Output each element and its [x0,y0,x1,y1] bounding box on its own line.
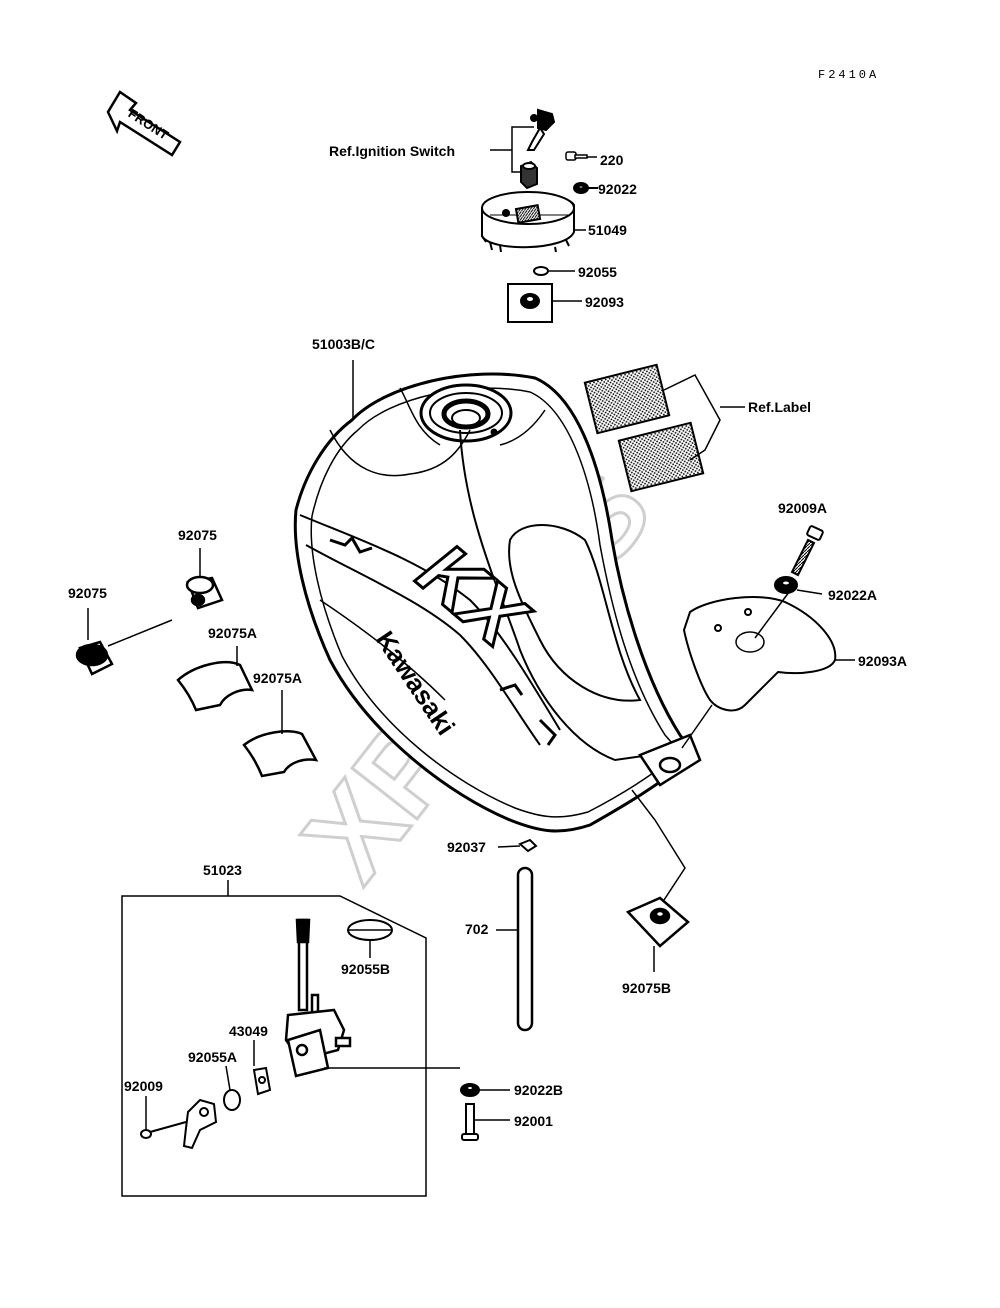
gasket-92093-icon [507,283,582,323]
label-43049[interactable]: 43049 [229,1023,268,1039]
ignition-key-icon [526,108,556,151]
label-92037[interactable]: 92037 [447,839,486,855]
label-92093[interactable]: 92093 [585,294,624,310]
oring-92055A-icon [223,1065,241,1111]
label-92022A[interactable]: 92022A [828,587,878,603]
label-92009A[interactable]: 92009A [778,500,828,516]
label-92055A[interactable]: 92055A [188,1049,238,1065]
damper-92075A-1-icon [176,646,255,712]
petcock-icon [284,918,460,1078]
damper-92075-left-icon [75,608,173,676]
label-51049[interactable]: 51049 [588,222,627,238]
label-ref-label[interactable]: Ref.Label [748,399,812,415]
pad-92093A-icon [681,587,855,749]
damper-92075-top-icon [185,548,224,610]
lever-43049-icon [252,1040,272,1096]
ref-label-stickers-icon [583,363,745,493]
label-92055[interactable]: 92055 [578,264,617,280]
damper-92075A-2-icon [242,690,319,778]
label-ref-ignition-switch[interactable]: Ref.Ignition Switch [329,143,455,159]
washer-92022B-icon [460,1083,510,1097]
damper-92075B-icon [625,789,690,972]
washer-92022A-icon [774,576,823,595]
label-92075A-2[interactable]: 92075A [253,670,303,686]
label-92022[interactable]: 92022 [598,181,637,197]
label-702[interactable]: 702 [465,921,489,937]
front-arrow-icon: FRONT [106,90,182,157]
ignition-bracket-line [490,126,534,173]
diagram-code: F2410A [818,68,880,82]
label-92075B[interactable]: 92075B [622,980,672,996]
label-92022B[interactable]: 92022B [514,1082,564,1098]
label-92075A-1[interactable]: 92075A [208,625,258,641]
label-92075-left[interactable]: 92075 [68,585,107,601]
label-220[interactable]: 220 [600,152,624,168]
label-51003[interactable]: 51003B/C [312,336,376,352]
label-92009[interactable]: 92009 [124,1078,163,1094]
hose-702-icon [496,866,534,1032]
filter-92055B-icon [347,919,393,958]
clip-92037-icon [497,838,538,853]
screw-92009-icon [140,1096,187,1139]
label-92093A[interactable]: 92093A [858,653,908,669]
bolt-92001-icon [461,1103,510,1141]
washer-92022-icon [573,182,598,194]
fuel-cap-icon [481,191,586,253]
petcock-assembly-box [121,880,427,1197]
label-51023[interactable]: 51023 [203,862,242,878]
fuel-tank-icon [293,372,702,833]
tank-splatter [329,535,557,746]
screw-220-icon [565,151,597,161]
lever-plate-icon [182,1098,218,1150]
label-92075-top[interactable]: 92075 [178,527,217,543]
oring-92055-icon [533,266,575,276]
lock-cylinder-icon [520,160,538,190]
label-92001[interactable]: 92001 [514,1113,553,1129]
bolt-92009A-icon [790,525,824,577]
label-92055B[interactable]: 92055B [341,961,391,977]
